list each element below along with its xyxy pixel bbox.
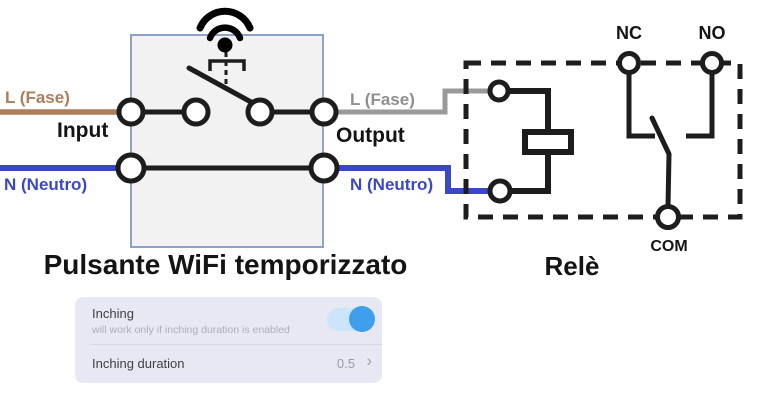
inching-toggle[interactable] [327,306,375,332]
inching-settings-panel: Inching will work only if inching durati… [75,297,382,383]
panel-divider [91,344,382,345]
chevron-right-icon: › [366,351,372,370]
relay-title: Relè [544,251,600,281]
neutro-output-label: N (Neutro) [350,175,434,194]
neutro-output-wire [337,165,490,194]
relay-coil [522,129,574,155]
device-terminal-l-out [309,97,339,127]
com-switch-arm [649,115,672,210]
wifi-icon [196,7,254,53]
relay-coil-terminal-bottom [487,178,513,204]
device-box [130,34,324,248]
switch-contact-left [181,97,211,127]
no-terminal [700,51,724,75]
inching-duration-row[interactable]: Inching duration 0.5 › [75,345,382,383]
neutro-input-label: N (Neutro) [4,175,88,194]
inching-row: Inching will work only if inching durati… [75,297,382,344]
switch-arm [186,65,254,105]
relay-coil-terminal-top [487,79,511,103]
toggle-knob [349,306,375,332]
nc-label: NC [616,23,642,43]
inching-duration-value: 0.5 [336,356,355,371]
output-label: Output [336,124,405,147]
device-terminal-n-in [115,152,147,184]
relay-box [463,60,743,220]
fase-input-label: L (Fase) [5,88,70,107]
relay-coil-wire-top [506,88,551,132]
switch-contact-right [245,97,275,127]
inching-hint: will work only if inching duration is en… [92,324,290,336]
com-terminal [655,204,681,230]
relay-coil-wire-bottom [507,152,551,194]
no-contact-lead [686,72,715,139]
device-terminal-l-in [116,97,146,127]
nc-contact-lead [626,72,655,139]
inching-label: Inching [92,306,134,321]
device-title: Pulsante WiFi temporizzato [43,249,408,280]
fase-output-label: L (Fase) [350,90,415,109]
input-label: Input [57,119,109,142]
nc-terminal [617,51,641,75]
device-terminal-n-out [308,152,340,184]
no-label: NO [698,23,726,43]
inching-duration-label: Inching duration [92,356,185,371]
com-label: COM [650,238,688,255]
